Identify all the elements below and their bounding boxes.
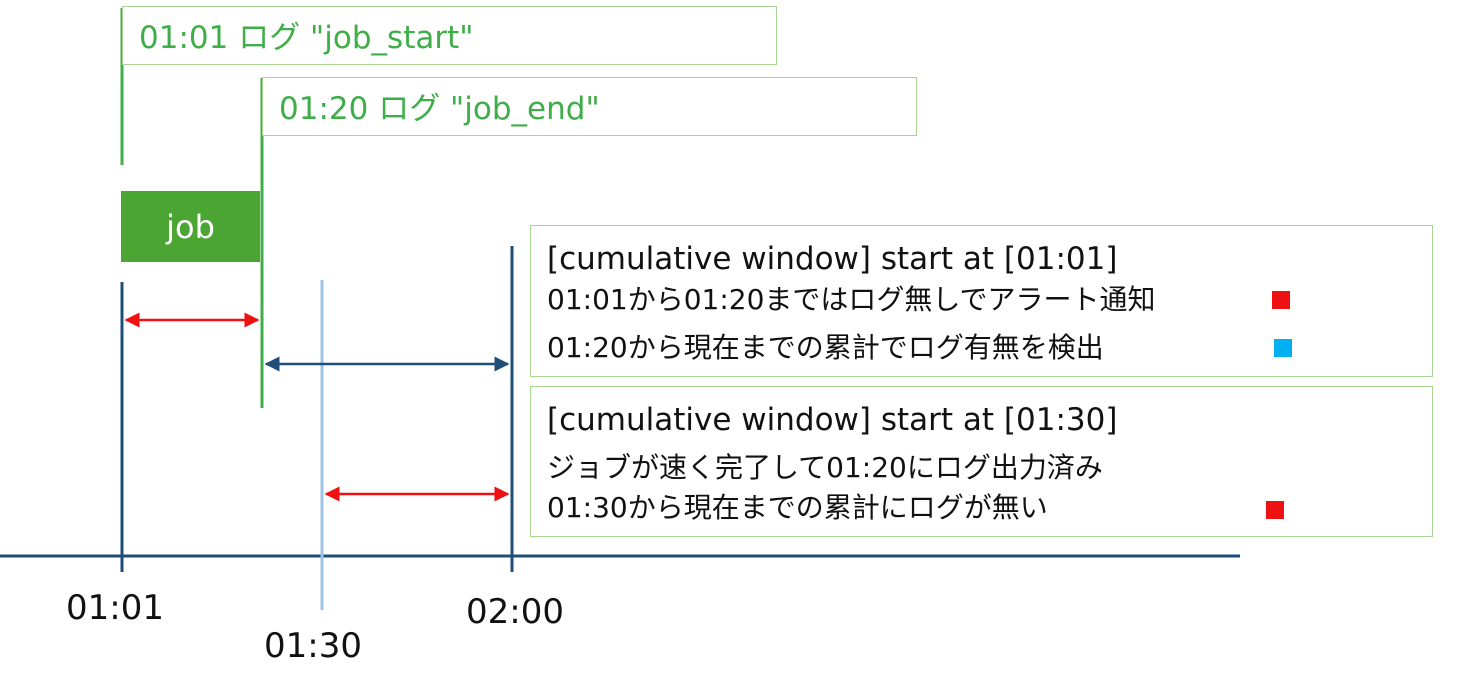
job-start-callout: 01:01 ログ "job_start" — [122, 6, 777, 65]
red-status-marker-2 — [1266, 501, 1284, 519]
job-start-text: 01:01 ログ "job_start" — [139, 20, 474, 56]
job-block: job — [121, 191, 260, 262]
window-line-01-30-1: ジョブが速く完了して01:20にログ出力済み — [547, 451, 1103, 484]
job-end-callout: 01:20 ログ "job_end" — [262, 77, 917, 136]
window-line-01-30-2: 01:30から現在までの累計にログが無い — [547, 491, 1048, 524]
red-status-marker-1 — [1272, 291, 1290, 309]
job-label: job — [166, 207, 215, 246]
tick-label-01-30: 01:30 — [264, 626, 362, 666]
window-line-01-01-1: 01:01から01:20まではログ無しでアラート通知 — [547, 283, 1156, 316]
blue-status-marker-1 — [1274, 339, 1292, 357]
tick-label-01-01: 01:01 — [66, 588, 164, 628]
job-end-text: 01:20 ログ "job_end" — [279, 91, 600, 127]
window-line-01-01-2: 01:20から現在までの累計でログ有無を検出 — [547, 331, 1104, 364]
tick-label-02-00: 02:00 — [466, 592, 564, 632]
window-box-01-01: [cumulative window] start at [01:01] 01:… — [530, 225, 1433, 377]
window-box-01-30: [cumulative window] start at [01:30] ジョブ… — [530, 386, 1433, 537]
window-title-01-30: [cumulative window] start at [01:30] — [547, 402, 1118, 438]
window-title-01-01: [cumulative window] start at [01:01] — [547, 241, 1118, 277]
